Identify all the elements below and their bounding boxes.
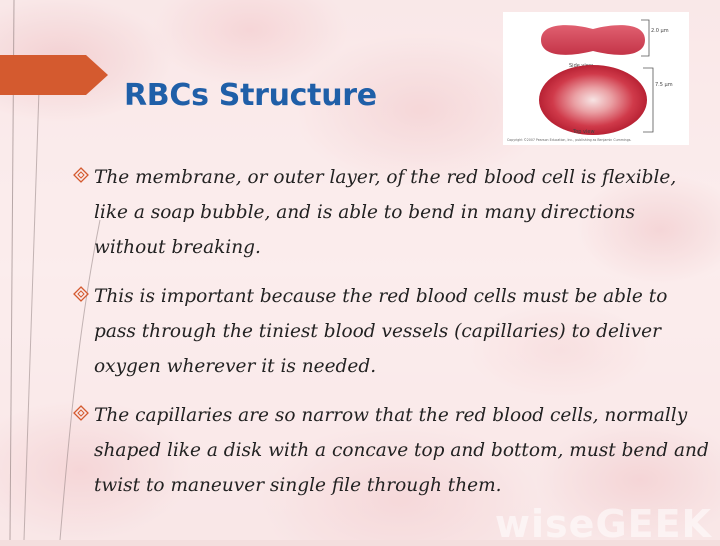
diameter-label: 7.5 μm: [655, 82, 673, 88]
bullet-item: The capillaries are so narrow that the r…: [72, 398, 712, 503]
rbc-side-view: [541, 25, 645, 55]
diamond-bullet-icon: [73, 286, 89, 302]
bullet-item: This is important because the red blood …: [72, 279, 712, 384]
bullet-text: The capillaries are so narrow that the r…: [94, 405, 709, 496]
bullet-item: The membrane, or outer layer, of the red…: [72, 160, 712, 265]
thickness-label: 2.0 μm: [651, 28, 669, 34]
title-accent-tab: [0, 55, 108, 95]
figure-caption: Copyright ©2007 Pearson Education, Inc.,…: [507, 138, 631, 142]
slide-title: RBCs Structure: [124, 78, 377, 113]
bullet-list: The membrane, or outer layer, of the red…: [72, 160, 712, 517]
rbc-figure: 2.0 μm Side view 7.5 μm Top view Copyrig…: [503, 12, 689, 145]
bullet-text: This is important because the red blood …: [94, 286, 668, 377]
bullet-text: The membrane, or outer layer, of the red…: [94, 167, 677, 258]
rbc-top-view: [539, 65, 647, 135]
diamond-bullet-icon: [73, 167, 89, 183]
watermark: wiseGEEK: [494, 502, 712, 546]
top-view-label: Top view: [572, 129, 595, 135]
diamond-bullet-icon: [73, 405, 89, 421]
